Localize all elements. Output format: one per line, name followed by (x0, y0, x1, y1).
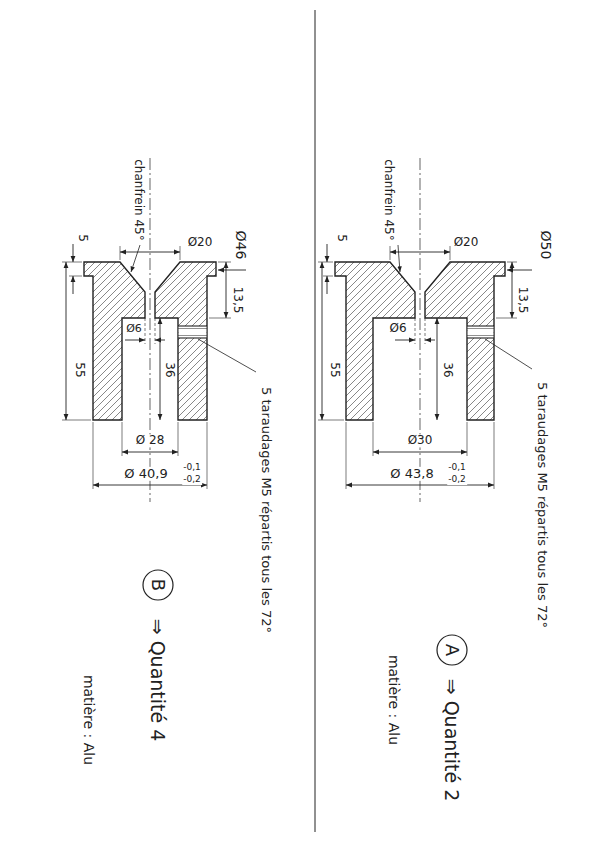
thread-line (178, 335, 207, 336)
dimension-arrow (425, 340, 435, 341)
material-note: matière : Alu (385, 654, 400, 746)
dimension-line (120, 252, 180, 253)
drawing-strokes (62, 10, 532, 832)
dimension-text: Ø20 (453, 236, 480, 249)
dimension-line (322, 262, 323, 420)
leader-line (485, 339, 532, 369)
dimension-arrow (73, 244, 74, 262)
dimension-text: Ø 28 (135, 434, 166, 447)
extension-line (122, 422, 123, 456)
extension-line (62, 262, 82, 263)
dimension-arrow (327, 244, 328, 262)
dimension-text: Ø 40,9 (123, 467, 168, 481)
dimension-text: 55 (72, 361, 85, 378)
leader-line (198, 339, 256, 372)
tapped-hole (178, 337, 207, 338)
part-letter-circle (143, 570, 173, 600)
extension-line (207, 422, 208, 489)
dimension-text: Ø50 (537, 230, 552, 261)
tapping-note: 5 taraudages M5 répartis tous les 72° (259, 386, 273, 634)
dimension-text: 13,5 (230, 286, 243, 315)
dimension-line (346, 485, 494, 486)
extension-line (496, 318, 517, 319)
dimension-line (437, 318, 438, 420)
dimension-line (373, 452, 467, 453)
material-note: matière : Alu (80, 674, 95, 766)
thread-line (467, 335, 494, 336)
part-letter: A (442, 643, 462, 657)
dimension-text: Ø6 (388, 322, 407, 335)
sheet-divider (315, 10, 316, 832)
dimension-text: Ø6 (125, 323, 143, 335)
dimension-text: 5 (75, 233, 88, 243)
extension-line (178, 422, 179, 456)
center-line (420, 158, 421, 502)
dimension-line (66, 262, 67, 420)
extension-line (120, 246, 121, 260)
tapped-hole (467, 337, 494, 338)
tolerance-text: -0,2 (447, 475, 467, 485)
dimension-arrow (327, 276, 328, 294)
dimension-text: Ø46 (232, 230, 247, 261)
dimension-text: 55 (327, 361, 340, 378)
extension-line (69, 276, 82, 277)
extension-line (494, 422, 495, 489)
dimension-line (226, 262, 227, 318)
extension-line (209, 318, 231, 319)
dimension-text: Ø20 (187, 236, 214, 249)
quantity-note: ⇒ Quantité 2 (442, 678, 463, 803)
chamfer-note: chanfrein 45° (131, 158, 144, 241)
section-wall (84, 262, 145, 420)
dimension-line (160, 318, 161, 420)
dimension-text: 13,5 (515, 286, 528, 315)
chamfer-note: chanfrein 45° (381, 158, 394, 241)
extension-line (180, 246, 181, 260)
dimension-arrow (395, 340, 415, 341)
extension-line (390, 246, 391, 260)
tapping-note: 5 taraudages M5 répartis tous les 72° (535, 381, 549, 629)
center-line (150, 158, 151, 502)
section-wall (335, 262, 415, 420)
thread-line (467, 328, 494, 329)
part-letter: B (148, 578, 168, 592)
extension-line (467, 422, 468, 456)
extension-line (346, 422, 347, 489)
extension-line (373, 422, 374, 456)
dimension-line (512, 262, 513, 318)
dimension-line (390, 252, 450, 253)
dimension-text: 36 (162, 361, 175, 378)
dimension-arrow (507, 270, 532, 271)
extension-line (318, 262, 333, 263)
dimension-text: 36 (440, 361, 453, 378)
tolerance-text: -0,1 (182, 463, 202, 473)
dimension-text: 5 (334, 233, 347, 243)
dimension-text: Ø30 (407, 434, 434, 447)
extension-line (450, 246, 451, 260)
tapped-hole (467, 325, 494, 326)
dimension-arrow (125, 340, 145, 341)
thread-line (178, 328, 207, 329)
tapped-hole (178, 325, 207, 326)
dimension-text: Ø 43,8 (389, 467, 434, 481)
leader-line (131, 245, 140, 272)
dimension-line (122, 452, 178, 453)
section-wall (425, 262, 505, 420)
tolerance-text: -0,2 (182, 475, 202, 485)
section-wall (155, 262, 216, 420)
extension-line (218, 262, 231, 263)
quantity-note: ⇒ Quantité 4 (148, 618, 169, 743)
part-letter-circle (437, 635, 467, 665)
extension-line (323, 276, 333, 277)
tolerance-text: -0,1 (447, 463, 467, 473)
tapped-hole (179, 326, 207, 338)
leader-line (398, 245, 400, 272)
extension-line (93, 422, 94, 489)
tapped-hole (468, 326, 494, 338)
dimension-arrow (218, 270, 246, 271)
dimension-arrow (73, 276, 74, 294)
